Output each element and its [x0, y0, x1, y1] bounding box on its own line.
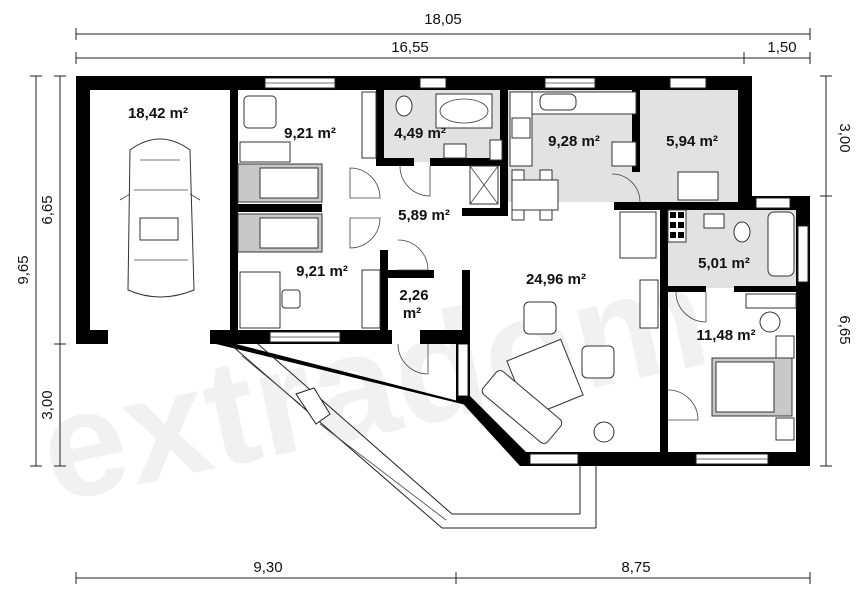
interior-walls [230, 90, 796, 452]
fireplace-icon [619, 211, 657, 259]
dim-left-depth: 6,65 [39, 195, 56, 224]
dim-bottom-left: 9,30 [253, 559, 282, 576]
dim-right-lower: 6,65 [836, 315, 853, 344]
dim-bottom-right: 8,75 [621, 559, 650, 576]
armchair-icon [243, 95, 277, 129]
area-storage-value: 2,26 [399, 287, 428, 304]
dim-total-width: 18,05 [424, 11, 462, 28]
area-hall: 5,89 m² [398, 207, 450, 224]
area-kitchen: 9,28 m² [548, 133, 600, 150]
boiler-icon [677, 171, 719, 201]
toilet-icon-2 [733, 221, 751, 243]
tv-cabinet-icon [639, 279, 659, 329]
area-bathroom: 4,49 m² [394, 125, 446, 142]
stove-icon [511, 117, 531, 139]
dim-right-top: 3,00 [836, 123, 853, 152]
area-storage-unit: m² [403, 305, 421, 322]
area-bathroom-small: 5,01 m² [698, 255, 750, 272]
desk-icon [239, 271, 281, 329]
bathtub-icon [435, 93, 493, 129]
dim-extra-width: 1,50 [767, 39, 796, 56]
bathtub-icon-2 [767, 211, 795, 277]
area-bedroom-master: 11,48 m² [696, 327, 755, 344]
doors [349, 165, 707, 421]
plant-icon [593, 421, 615, 443]
kitchen-sink-icon [539, 93, 577, 111]
area-bedroom-top-left: 9,21 m² [284, 125, 336, 142]
car-icon [119, 138, 201, 298]
dining-table-icon [511, 179, 559, 211]
terrace [216, 343, 597, 529]
dim-main-width: 16,55 [391, 39, 429, 56]
dimension-lines [30, 28, 832, 584]
furniture [119, 91, 797, 444]
area-garage: 18,42 m² [128, 105, 188, 122]
armchair-icon-3 [581, 345, 615, 379]
area-bedroom-bottom-left: 9,21 m² [296, 263, 348, 280]
sink-icon [443, 143, 467, 159]
dim-left-terrace: 3,00 [39, 390, 56, 419]
windows [264, 77, 809, 465]
area-utility: 5,94 m² [666, 133, 718, 150]
toilet-icon [395, 95, 413, 117]
armchair-icon-2 [523, 301, 557, 335]
area-living: 24,96 m² [526, 271, 586, 288]
dim-total-depth: 9,65 [15, 255, 32, 284]
sofa-icon [481, 370, 563, 444]
